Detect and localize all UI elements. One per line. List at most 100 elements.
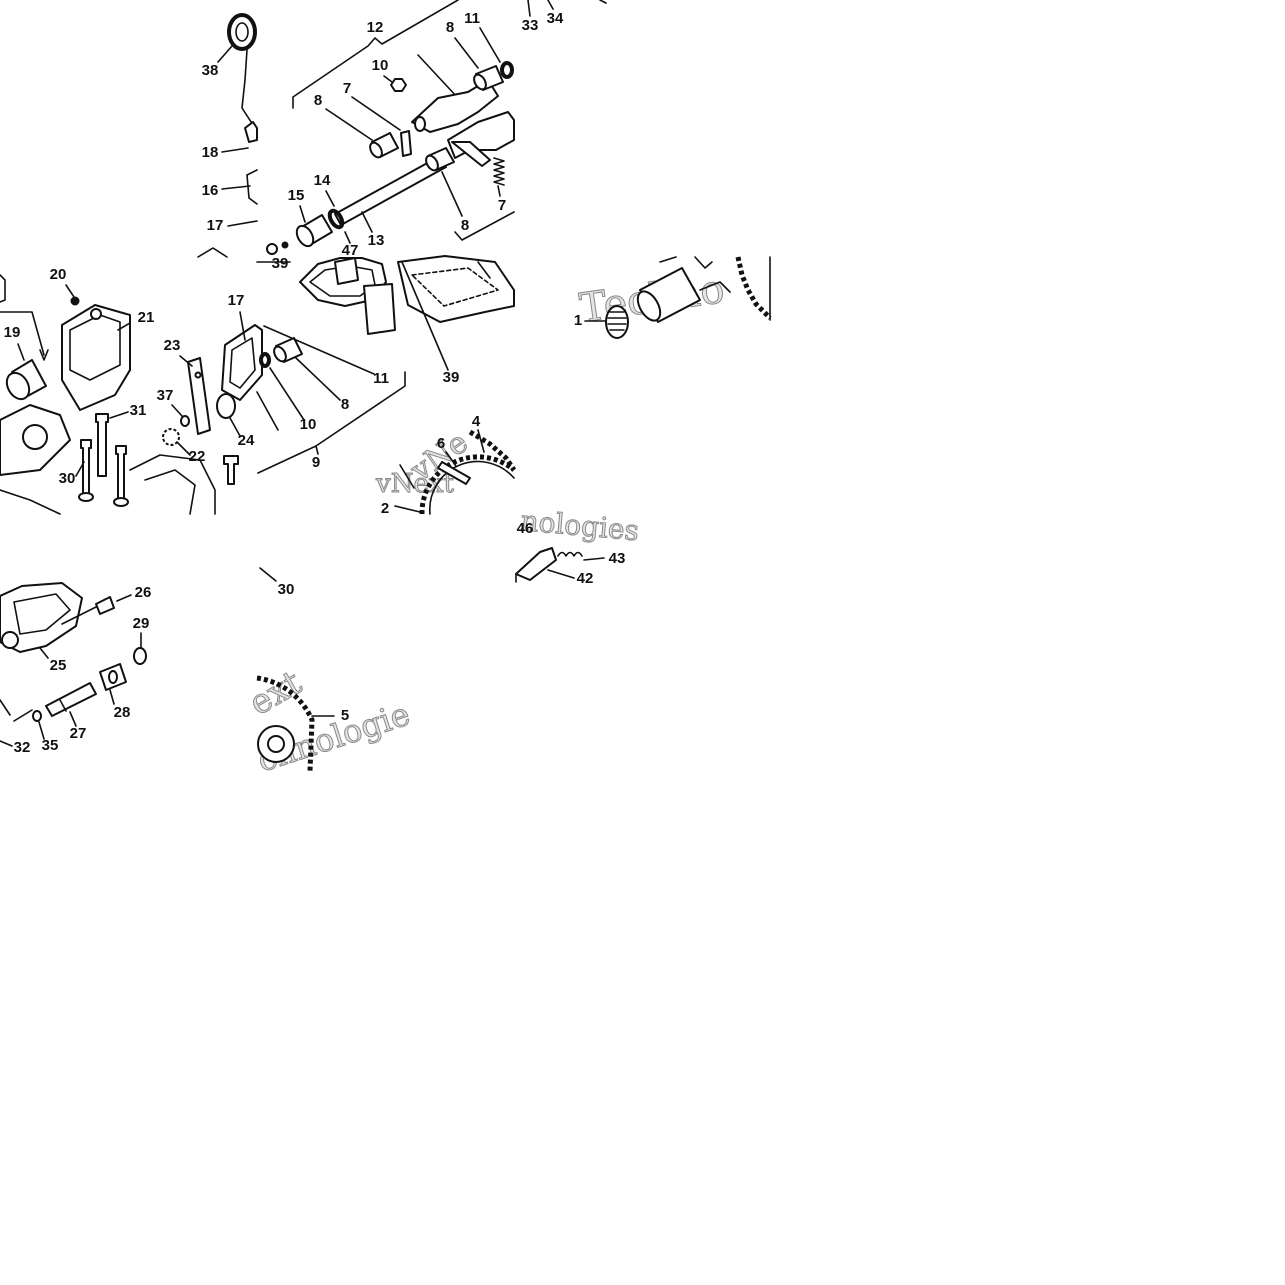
part-47-block (334, 257, 359, 285)
part-8-spacer-bottom-end (425, 154, 439, 172)
callout-11: 11 (464, 10, 480, 27)
rocker-arm-upper-bore (414, 116, 426, 132)
callout-9: 9 (312, 454, 320, 471)
bracket-19 (0, 311, 49, 361)
callout-39: 39 (443, 369, 460, 386)
leader-line-30 (259, 567, 277, 582)
tile-cylinder-head (256, 255, 517, 515)
callout-18: 18 (202, 144, 219, 161)
callout-42: 42 (577, 570, 594, 587)
part-23-bracket (187, 357, 211, 435)
part-19-cylinder-end (5, 371, 31, 401)
part-7-pin (400, 130, 412, 157)
cam-lobes (659, 256, 731, 293)
part-8-spacer-left-end (369, 141, 383, 159)
part-7-spring (493, 157, 505, 186)
part-38-seal-ring (227, 13, 258, 51)
part-28-plate-hole (108, 670, 118, 684)
casting-edge (197, 247, 228, 258)
part-24-ring (216, 393, 236, 419)
callout-37: 37 (157, 387, 174, 404)
callout-28: 28 (114, 704, 131, 721)
part-39-nut (266, 243, 278, 255)
part-10-ring (259, 352, 271, 368)
callout-22: 22 (189, 448, 206, 465)
part-8-spacer-top-end (473, 73, 487, 91)
part-5-chain (256, 675, 315, 772)
part-20-washer (90, 308, 102, 320)
part-37-washer (180, 415, 190, 427)
callout-7: 7 (343, 80, 351, 97)
callout-8: 8 (461, 217, 469, 234)
callout-8: 8 (341, 396, 349, 413)
callout-8: 8 (314, 92, 322, 109)
part-39-ball (281, 241, 289, 249)
part-31-bolt (95, 413, 109, 477)
part-17-gasket-inner (229, 337, 256, 389)
part-1-bearing-hatch (607, 311, 627, 331)
washer-right (113, 497, 129, 507)
part-30-bolt-right (115, 445, 127, 503)
rocker-adjuster-arm (451, 141, 491, 167)
callout-5: 5 (341, 707, 349, 724)
callout-25: 25 (50, 657, 67, 674)
head-edge-lines (256, 261, 491, 279)
callout-17: 17 (207, 217, 224, 234)
watermark-vnext: vNext (375, 469, 454, 499)
chain-guide (399, 464, 415, 489)
callout-33: 33 (522, 17, 539, 34)
tile-crank-sprocket (256, 567, 335, 772)
leader-lines-oil-pipe (217, 45, 258, 227)
leader-lines-tappet-cover (0, 594, 142, 747)
callout-38: 38 (202, 62, 219, 79)
callout-13: 13 (368, 232, 385, 249)
callout-20: 20 (50, 266, 67, 283)
bracket-12 (292, 0, 459, 109)
part-43-spring (557, 551, 583, 557)
bracket-9 (257, 371, 406, 474)
part-fragment (0, 274, 6, 303)
callout-23: 23 (164, 337, 181, 354)
callout-39: 39 (272, 255, 289, 272)
callout-19: 19 (4, 324, 21, 341)
callout-35: 35 (42, 737, 59, 754)
tile-camshaft (584, 256, 772, 339)
part-10-nut (390, 78, 407, 92)
washer-left (78, 492, 94, 502)
part-23-hole (194, 371, 202, 379)
part-20-screw (70, 296, 80, 306)
tile-rocker-shaft (266, 0, 515, 255)
callout-46: 46 (517, 520, 534, 537)
callout-7: 7 (498, 197, 506, 214)
callout-29: 29 (133, 615, 150, 632)
callout-43: 43 (609, 550, 626, 567)
part-1-bearing (605, 305, 629, 339)
part-6-shaft (437, 461, 471, 485)
callout-47: 47 (342, 242, 359, 259)
leader-lines-top-strip (527, 0, 607, 17)
callout-11: 11 (373, 370, 389, 387)
leader-lines-rocker-shaft (299, 27, 501, 244)
pushrod-line (0, 699, 33, 722)
head-saddle-inner (309, 265, 376, 297)
callout-8: 8 (446, 19, 454, 36)
oil-pipe (241, 49, 256, 129)
tile-tappet-cover (0, 582, 147, 747)
callout-2: 2 (381, 500, 389, 517)
callout-16: 16 (202, 182, 219, 199)
callout-32: 32 (14, 739, 31, 756)
part-27-collar (59, 699, 67, 712)
part-27-shaft (45, 682, 97, 717)
rocker-arm-upper (411, 79, 499, 133)
part-26-screw (95, 596, 115, 615)
callout-15: 15 (288, 187, 305, 204)
engine-block-edge (0, 454, 216, 515)
tile-front-cover (0, 274, 263, 515)
part-46-lever (515, 547, 557, 581)
tile-top-strip (527, 0, 607, 17)
leader-lines-tensioner (547, 557, 605, 579)
callout-30: 30 (59, 470, 76, 487)
callout-4: 4 (472, 413, 481, 430)
